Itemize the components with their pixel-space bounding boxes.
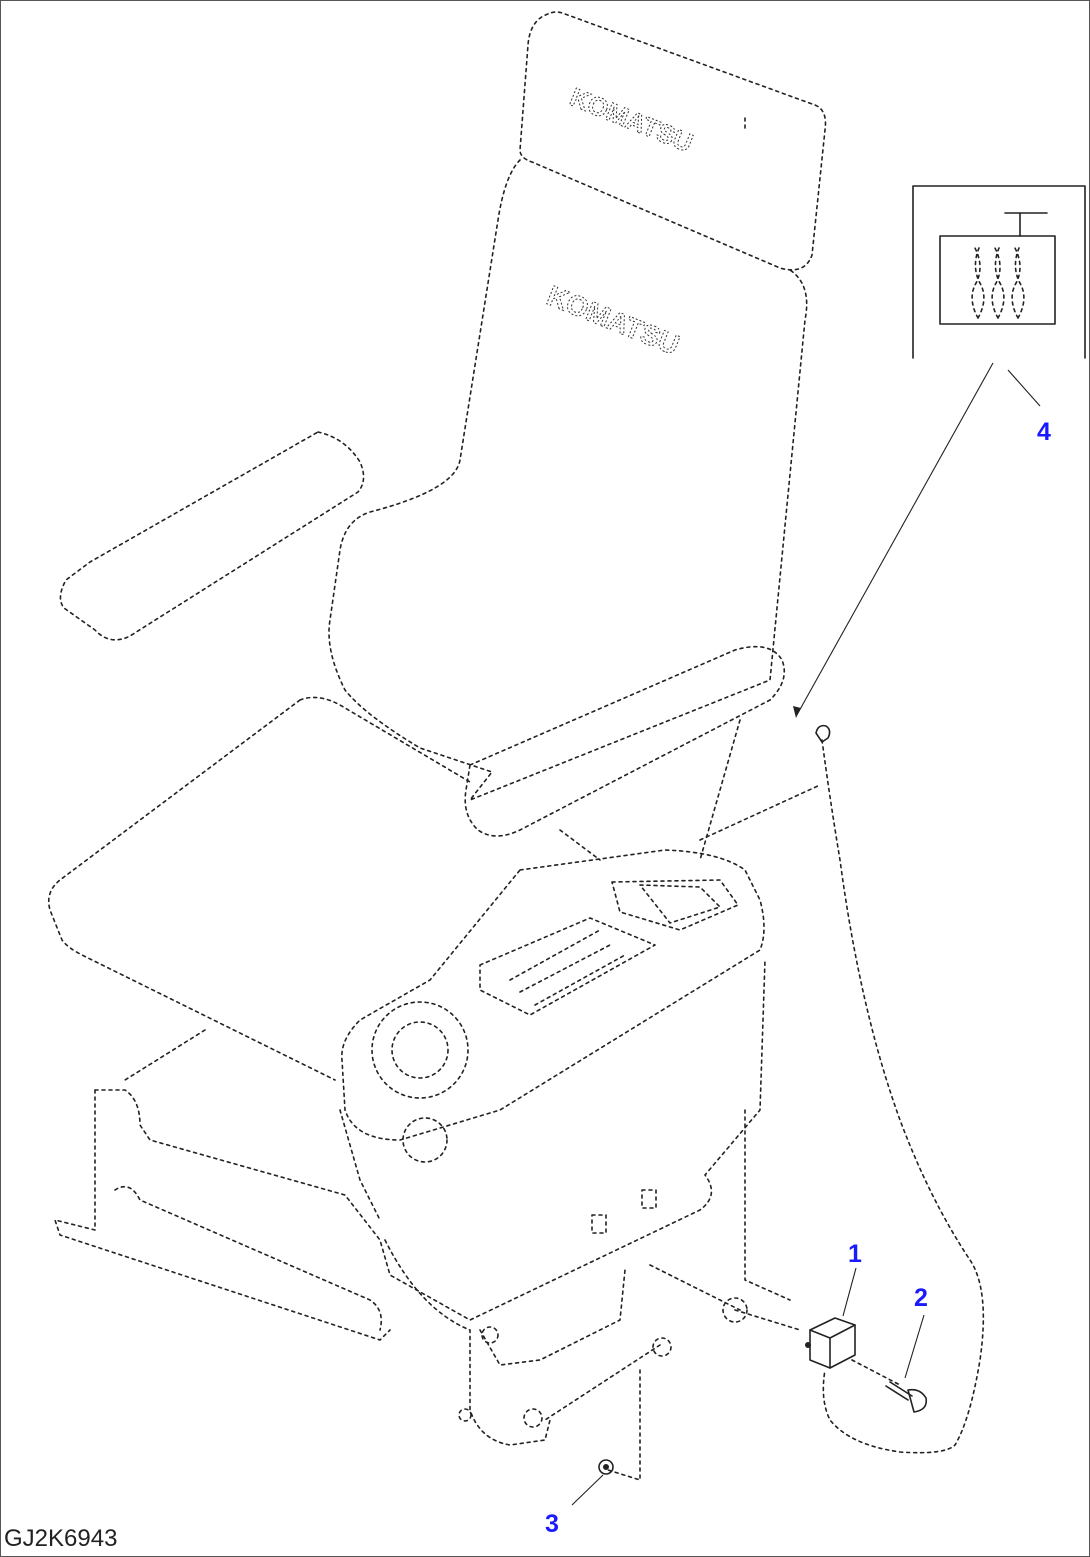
- headrest-logo: KOMATSU: [566, 82, 697, 158]
- backrest-logo: KOMATSU: [543, 280, 684, 361]
- right-armrest: [464, 645, 786, 837]
- harness-connector: [815, 724, 831, 743]
- harness-wire: [821, 739, 985, 1454]
- label-plate-detail: [912, 185, 1086, 359]
- callout-4: 4: [1037, 418, 1051, 446]
- wiring: [544, 739, 985, 1481]
- part-2-bolt: [885, 1381, 928, 1413]
- headrest: [519, 11, 827, 271]
- backrest: [328, 159, 808, 801]
- left-armrest: [59, 431, 365, 641]
- callout-2: 2: [914, 1284, 928, 1312]
- seat-cushion: [47, 696, 471, 1081]
- drawing-code: GJ2K6943: [4, 1525, 117, 1552]
- leader-lines: [571, 362, 1041, 1506]
- control-console: [341, 849, 765, 1141]
- seat-base: [94, 959, 766, 1321]
- callout-1: 1: [848, 1240, 862, 1268]
- seat-heater-icon: [971, 247, 1025, 319]
- part-3-nut: [598, 1459, 614, 1475]
- seat-outline: KOMATSU KOMATSU: [47, 11, 827, 1446]
- part-1-switch-box: [805, 1317, 856, 1369]
- callout-3: 3: [545, 1510, 559, 1538]
